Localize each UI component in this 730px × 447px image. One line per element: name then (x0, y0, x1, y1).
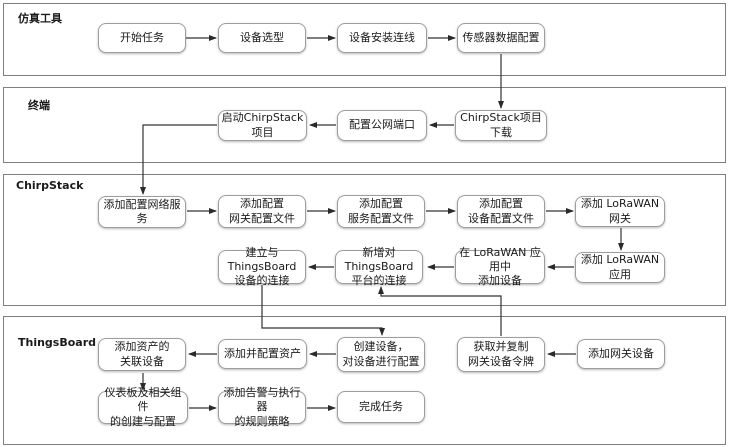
lane-terminal: 终端 (3, 87, 726, 163)
lane-label-terminal: 终端 (28, 99, 50, 112)
node-finish-task: 完成任务 (337, 391, 425, 423)
node-add-lorawan-app: 添加 LoRaWAN 应用 (575, 252, 665, 283)
node-device-install-wiring: 设备安装连线 (337, 23, 427, 53)
node-chirpstack-download: ChirpStack项目下载 (455, 110, 547, 141)
node-device-profile: 添加配置 设备配置文件 (457, 195, 545, 228)
lane-label-chirpstack: ChirpStack (16, 179, 84, 192)
node-gateway-profile: 添加配置 网关配置文件 (218, 195, 306, 228)
node-connect-thingsboard-device: 建立与ThingsBoard 设备的连接 (218, 246, 306, 287)
node-dashboard-components: 仪表板及相关组件 的创建与配置 (98, 386, 188, 428)
node-add-configure-asset: 添加并配置资产 (218, 339, 307, 369)
node-add-network-server: 添加配置网络服务 (98, 196, 186, 228)
node-connect-thingsboard-platform: 新增对ThingsBoard 平台的连接 (335, 246, 423, 287)
lane-label-thingsboard: ThingsBoard (18, 336, 97, 349)
node-start-task: 开始任务 (98, 23, 186, 53)
node-alarm-actuator-rules: 添加告警与执行器 的规则策略 (218, 386, 306, 428)
node-add-gateway-device: 添加网关设备 (577, 339, 665, 369)
node-copy-gateway-token: 获取并复制 网关设备令牌 (457, 337, 545, 372)
node-add-lorawan-gateway: 添加 LoRaWAN 网关 (575, 196, 665, 227)
node-create-configure-device: 创建设备， 对设备进行配置 (337, 337, 425, 372)
node-service-profile: 添加配置 服务配置文件 (337, 195, 425, 228)
node-device-selection: 设备选型 (218, 23, 306, 53)
node-start-chirpstack-project: 启动ChirpStack项目 (218, 110, 307, 141)
node-sensor-data-config: 传感器数据配置 (457, 23, 545, 53)
lane-label-simulation-tool: 仿真工具 (18, 12, 62, 25)
node-add-device-in-lorawan-app: 在 LoRaWAN 应用中 添加设备 (455, 246, 545, 287)
node-config-public-port: 配置公网端口 (337, 110, 427, 141)
node-asset-related-devices: 添加资产的 关联设备 (98, 338, 186, 371)
